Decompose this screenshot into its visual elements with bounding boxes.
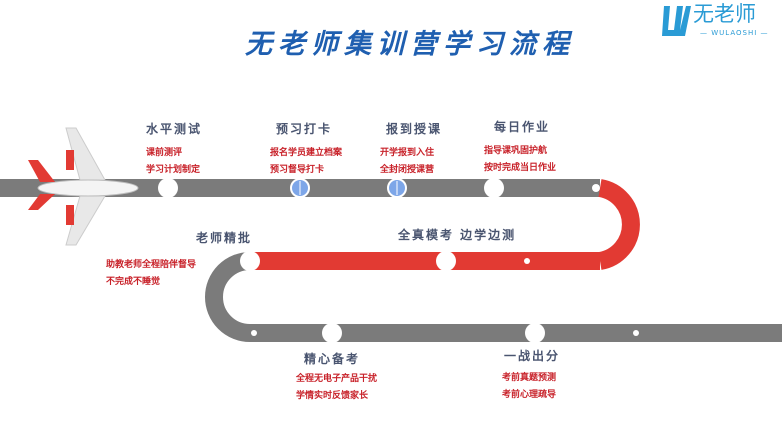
step-heading: 水平测试 bbox=[146, 122, 203, 136]
step-line: 开学报到入住 bbox=[380, 148, 435, 158]
airplane-icon bbox=[28, 127, 139, 246]
milestone-markers bbox=[158, 178, 639, 343]
step-line: 考前真题预测 bbox=[502, 373, 557, 383]
logo-subtitle: — WULAOSHI — bbox=[700, 29, 769, 37]
step-homework: 每日作业 指导课巩固护航 按时完成当日作业 bbox=[484, 118, 556, 177]
step-line: 学习计划制定 bbox=[146, 165, 201, 175]
step-grading: 助教老师全程陪伴督导 不完成不睡觉 bbox=[106, 257, 196, 291]
step-heading: 精心备考 bbox=[304, 352, 361, 366]
step-heading: 预习打卡 bbox=[276, 122, 333, 136]
step-preparation: 精心备考 全程无电子产品干扰 学情实时反馈家长 bbox=[296, 350, 377, 405]
step-line: 预习督导打卡 bbox=[270, 165, 325, 175]
step-level-test: 水平测试 课前测评 学习计划制定 bbox=[146, 120, 202, 179]
step-line: 指导课巩固护航 bbox=[484, 146, 548, 156]
step-preview: 预习打卡 报名学员建立档案 预习督导打卡 bbox=[270, 120, 342, 179]
logo-name: 无老师 bbox=[693, 2, 756, 26]
step-heading: 报到授课 bbox=[386, 122, 443, 136]
step-heading: 每日作业 bbox=[494, 120, 551, 134]
step-line: 按时完成当日作业 bbox=[484, 163, 557, 173]
logo-icon bbox=[662, 6, 691, 36]
step-line: 报名学员建立档案 bbox=[270, 148, 343, 158]
step-line: 助教老师全程陪伴督导 bbox=[106, 260, 197, 270]
step-line: 全封闭授课营 bbox=[380, 165, 435, 175]
step-line: 考前心理疏导 bbox=[502, 390, 557, 400]
step-checkin: 报到授课 开学报到入住 全封闭授课营 bbox=[380, 120, 442, 179]
step-heading: 老师精批 bbox=[196, 231, 253, 245]
step-heading: 一战出分 bbox=[504, 349, 561, 363]
page-title: 无老师集训营学习流程 bbox=[245, 29, 575, 60]
step-mock-exam: 全真模考 边学边测 bbox=[398, 228, 517, 242]
step-line: 全程无电子产品干扰 bbox=[296, 374, 378, 384]
step-line: 学情实时反馈家长 bbox=[296, 391, 369, 401]
step-score: 一战出分 考前真题预测 考前心理疏导 bbox=[502, 347, 560, 404]
step-line: 课前测评 bbox=[146, 148, 183, 158]
step-line: 不完成不睡觉 bbox=[106, 277, 161, 287]
